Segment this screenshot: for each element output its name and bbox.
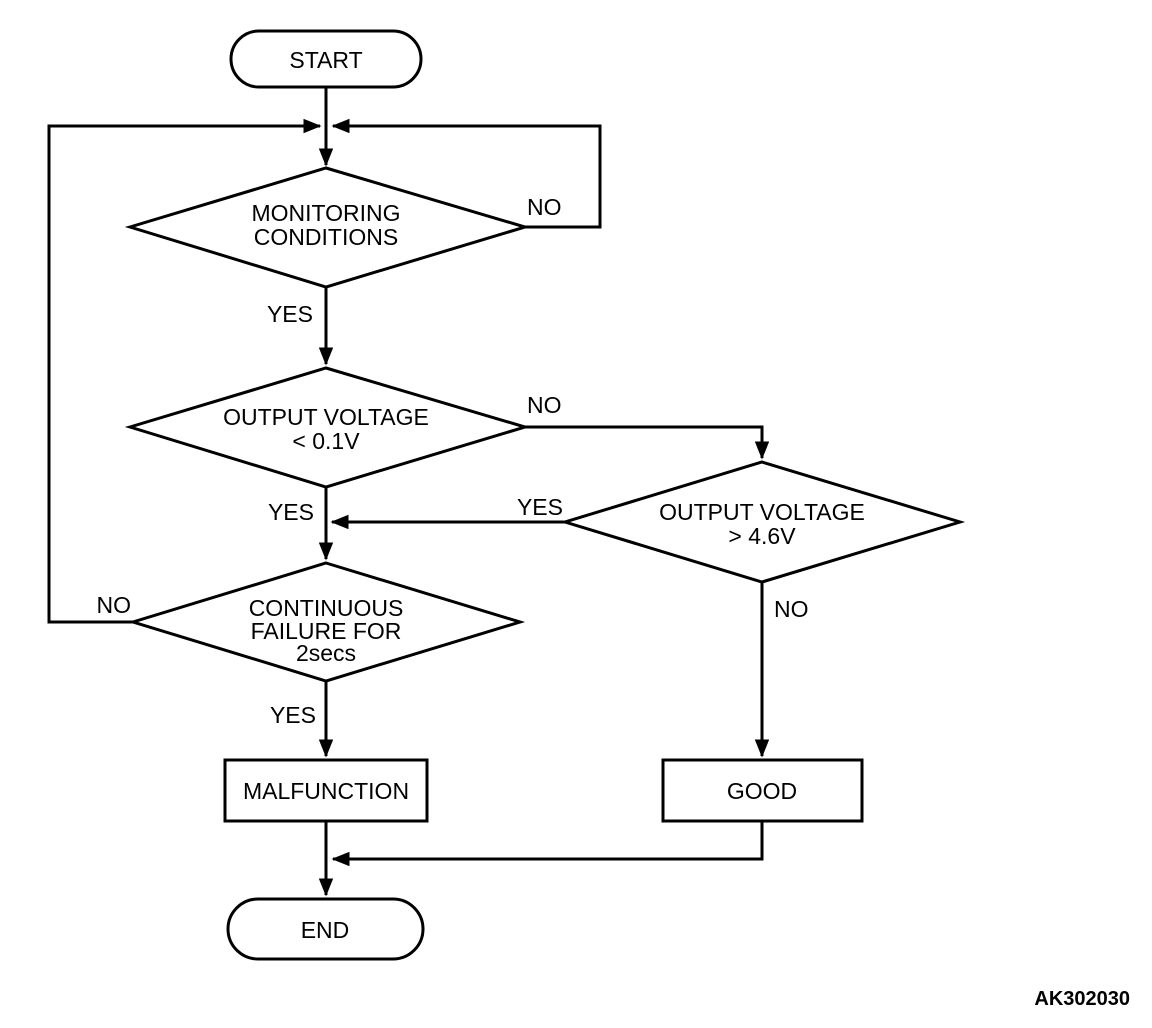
start-terminator-shape: [229, 29, 423, 89]
node-monitoring-conditions: MONITORING CONDITIONS: [124, 166, 531, 289]
node-good: GOOD: [661, 758, 864, 823]
edge-continuous-no-loop: [47, 118, 322, 624]
node-output-voltage-high: OUTPUT VOLTAGE > 4.6V: [559, 460, 966, 584]
edge-good-to-merge: [331, 821, 764, 867]
figure-code: AK302030: [1034, 988, 1130, 1010]
monitoring-conditions-label-line2: CONDITIONS: [254, 224, 398, 250]
output-voltage-high-decision-shape: [559, 460, 966, 584]
monitoring-no-label: NO: [527, 194, 562, 220]
output-voltage-low-decision-shape: [124, 366, 531, 489]
end-label: END: [301, 917, 350, 943]
malfunction-process-shape: [223, 758, 429, 823]
monitoring-yes-label: YES: [267, 301, 313, 327]
edge-output-low-no: [525, 425, 770, 460]
edge-monitoring-no-loop: [331, 118, 602, 229]
continuous-failure-label-line2: FAILURE FOR: [251, 618, 402, 644]
good-process-shape: [661, 758, 864, 823]
output-low-no-label: NO: [527, 392, 562, 418]
malfunction-label: MALFUNCTION: [243, 778, 409, 804]
output-voltage-low-label-line1: OUTPUT VOLTAGE: [223, 404, 429, 430]
monitoring-conditions-decision-shape: [124, 166, 531, 289]
node-output-voltage-low: OUTPUT VOLTAGE < 0.1V: [124, 366, 531, 489]
output-voltage-low-label-line2: < 0.1V: [292, 428, 360, 454]
output-low-yes-label: YES: [268, 499, 314, 525]
output-voltage-high-label-line1: OUTPUT VOLTAGE: [659, 499, 865, 525]
output-high-no-label: NO: [774, 596, 809, 622]
node-end: END: [226, 897, 425, 961]
continuous-failure-label-line1: CONTINUOUS: [249, 595, 404, 621]
good-label: GOOD: [727, 778, 797, 804]
continuous-failure-decision-shape: [127, 561, 526, 683]
output-voltage-high-label-line2: > 4.6V: [728, 523, 796, 549]
node-continuous-failure: CONTINUOUS FAILURE FOR 2secs: [127, 561, 526, 683]
monitoring-conditions-label-line1: MONITORING: [251, 200, 400, 226]
continuous-failure-label-line3: 2secs: [296, 640, 356, 666]
output-high-yes-label: YES: [517, 494, 563, 520]
start-label: START: [289, 47, 362, 73]
continuous-no-label: NO: [97, 592, 132, 618]
continuous-yes-label: YES: [270, 702, 316, 728]
node-start: START: [229, 29, 423, 89]
end-terminator-shape: [226, 897, 425, 961]
node-malfunction: MALFUNCTION: [223, 758, 429, 823]
